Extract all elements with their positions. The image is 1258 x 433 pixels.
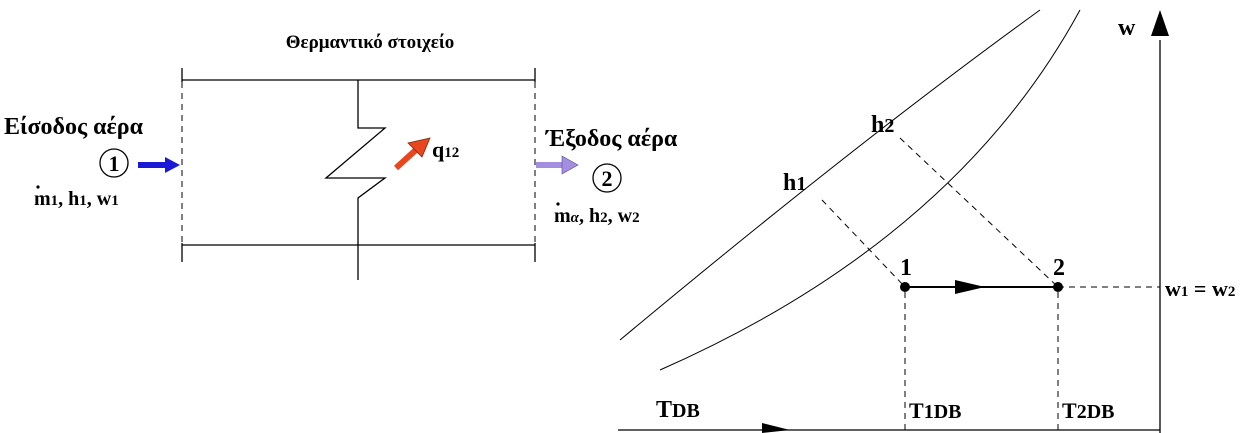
state-point-1 <box>900 282 910 292</box>
h1-label: h1 <box>783 170 806 196</box>
enthalpy-line-h1 <box>821 199 906 288</box>
w-equal-label-background <box>1163 275 1258 303</box>
enthalpy-line-h2 <box>899 137 1059 288</box>
w-axis-arrowhead <box>1151 10 1169 36</box>
w-equal-label: w1 = w2 <box>1165 276 1235 301</box>
h2-label: h2 <box>871 112 894 138</box>
state-point-1-label: 1 <box>900 255 912 281</box>
heating-element-resistor <box>324 80 387 280</box>
heat-label: q12 <box>432 137 459 162</box>
psychrometric-chart: w TDB h1 h2 1 2 w1 = w2 T1DB T2DB <box>618 9 1258 433</box>
inlet-state-circle <box>99 148 129 178</box>
outlet-mass-flow-dot <box>556 202 560 206</box>
inlet-label: Είσοδος αέρα <box>4 114 144 140</box>
t-axis-label: TDB <box>656 397 700 423</box>
outlet-state-circle <box>592 163 622 193</box>
w-axis-label: w <box>1118 15 1136 41</box>
inlet-arrow-head <box>165 157 180 173</box>
heater-schematic: Θερμαντικό στοιχείο q12 Είσοδος αέρα 1 m… <box>4 32 678 280</box>
enthalpy-curve-lower <box>659 9 1081 371</box>
process-direction-arrow <box>955 280 985 294</box>
t1-label: T1DB <box>909 398 961 423</box>
t2-label: T2DB <box>1062 398 1114 423</box>
t-axis-direction-arrow <box>762 423 790 433</box>
outlet-properties: mα, h2, w2 <box>554 205 640 227</box>
outlet-arrow-head <box>561 155 579 175</box>
heat-arrow-shaft <box>393 145 421 171</box>
inlet-mass-flow-dot <box>36 185 40 189</box>
inlet-arrow <box>138 157 180 173</box>
state-point-2-label: 2 <box>1053 255 1065 281</box>
heat-arrow <box>393 137 431 171</box>
inlet-properties: m1, h1, w1 <box>34 188 119 210</box>
heater-title: Θερμαντικό στοιχείο <box>286 32 455 53</box>
enthalpy-curve-upper <box>619 9 1041 341</box>
outlet-arrow <box>536 155 579 175</box>
inlet-state-number: 1 <box>109 151 120 176</box>
outlet-label: Έξοδος αέρα <box>545 126 678 152</box>
heat-arrow-head <box>407 137 431 158</box>
outlet-state-number: 2 <box>602 166 613 191</box>
